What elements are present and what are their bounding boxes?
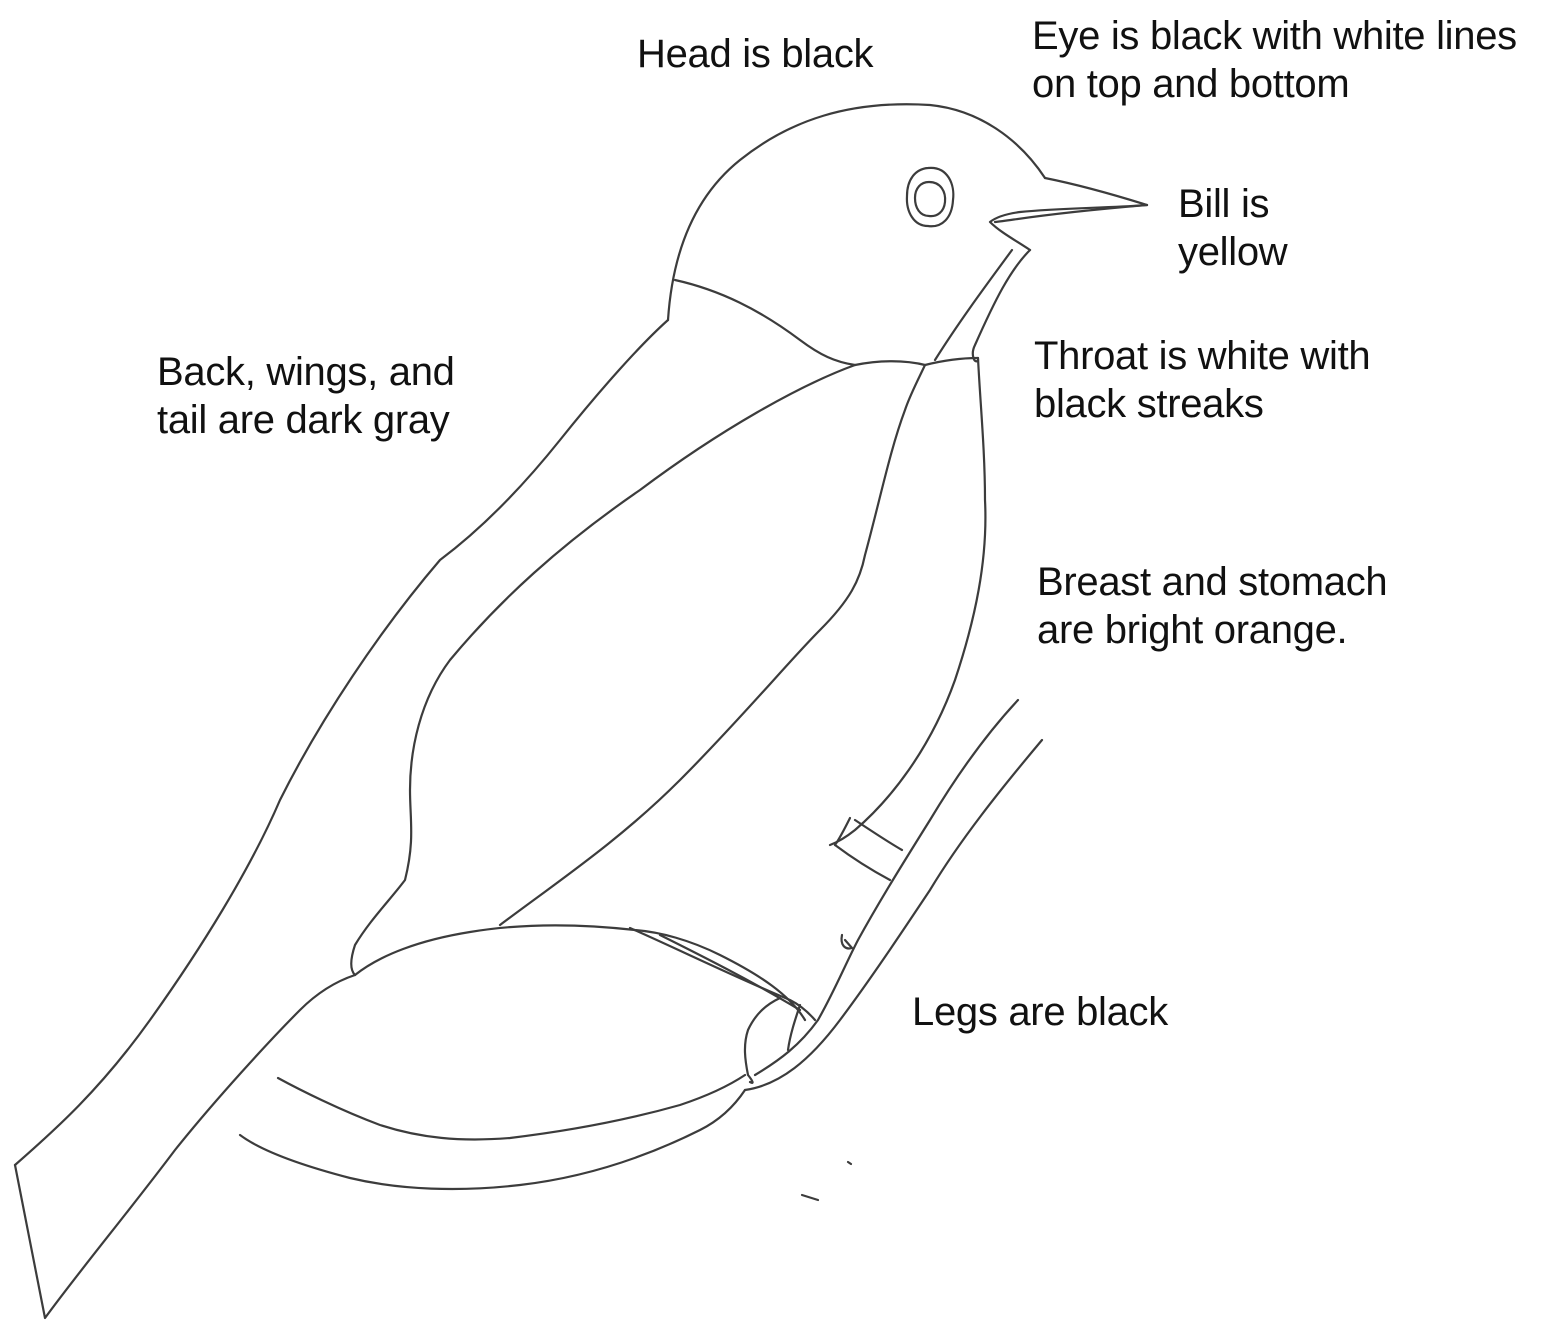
legs-label: Legs are black (912, 988, 1168, 1036)
bill-label-line-2: yellow (1178, 228, 1287, 276)
throat-line (973, 250, 1030, 361)
eye-label-line-1: Eye is black with white lines (1032, 12, 1517, 60)
breast-label-line-1: Breast and stomach (1037, 558, 1387, 606)
head-label-line-1: Head is black (637, 30, 873, 78)
wing-outline (351, 365, 855, 975)
leg-back (630, 928, 815, 1020)
bill-upper (1045, 178, 1147, 205)
breast-label: Breast and stomach are bright orange. (1037, 558, 1387, 654)
back-label-line-2: tail are dark gray (157, 396, 455, 444)
bill-gape (995, 205, 1147, 222)
leg-front (835, 845, 890, 880)
bill-label-line-1: Bill is (1178, 180, 1287, 228)
leg-front-3 (835, 818, 850, 845)
back-outline (15, 320, 668, 1165)
speck-2 (848, 1162, 851, 1164)
bill-label: Bill is yellow (1178, 180, 1287, 276)
throat-label: Throat is white with black streaks (1034, 332, 1370, 428)
eye-outer (907, 168, 953, 226)
back-label: Back, wings, and tail are dark gray (157, 348, 455, 444)
foot-claw (842, 935, 852, 948)
throat-label-line-1: Throat is white with (1034, 332, 1370, 380)
head-back-division (675, 280, 855, 365)
throat-label-line-2: black streaks (1034, 380, 1370, 428)
throat-inner (935, 250, 1012, 360)
speck-1 (802, 1195, 818, 1200)
head-outline (668, 104, 1045, 320)
eye-label-line-2: on top and bottom (1032, 60, 1517, 108)
breast-label-line-2: are bright orange. (1037, 606, 1387, 654)
eye-label: Eye is black with white lines on top and… (1032, 12, 1517, 108)
leg-front-2 (855, 820, 902, 850)
back-label-line-1: Back, wings, and (157, 348, 455, 396)
throat-breast-division (855, 358, 978, 365)
head-label: Head is black (637, 30, 873, 78)
tail-outline (15, 975, 355, 1318)
belly-curve (355, 925, 805, 1020)
wing-lower-edge (500, 365, 925, 925)
legs-label-line-1: Legs are black (912, 988, 1168, 1036)
body-underside (278, 1075, 745, 1139)
eye-inner (915, 182, 945, 216)
